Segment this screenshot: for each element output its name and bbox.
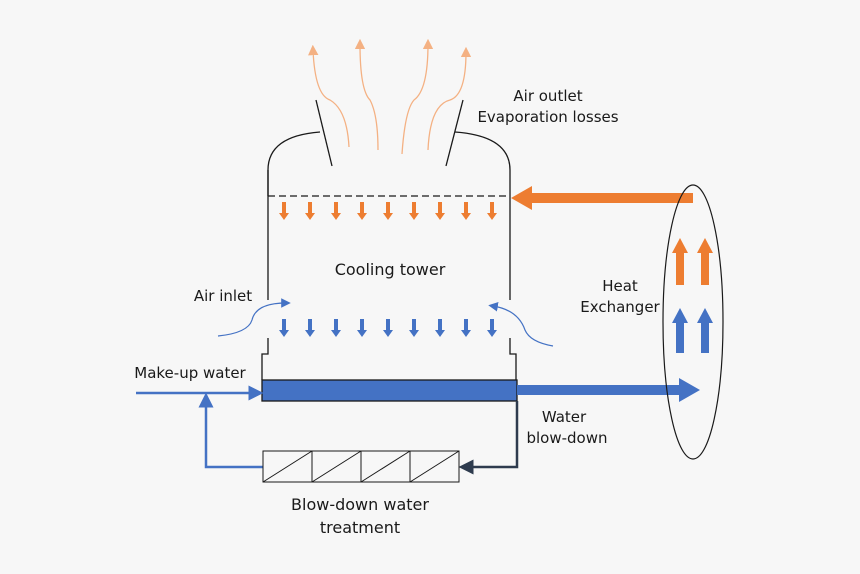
steam-plumes (308, 38, 472, 155)
steam-plume (401, 38, 434, 155)
hot-water-return-arrow (511, 186, 693, 210)
spray-arrow (279, 202, 289, 220)
treatment-label-line1: Blow-down water (291, 495, 429, 514)
cold-water-supply-arrow (517, 378, 700, 402)
steam-plume (427, 46, 472, 151)
heat-exchanger-boundary (662, 184, 724, 460)
spray-arrow (487, 202, 497, 220)
exchanger-label: Exchanger (580, 298, 660, 316)
spray-arrow (435, 202, 445, 220)
outlet-vane-left (315, 99, 333, 167)
rain-arrow (357, 319, 367, 337)
rain-arrow (305, 319, 315, 337)
spray-arrow (305, 202, 315, 220)
spray-arrow (357, 202, 367, 220)
heat-exchanger-hot-arrows (672, 238, 713, 285)
rain-arrow (409, 319, 419, 337)
makeup-water-label: Make-up water (134, 364, 246, 382)
heat-exchanger-cold-arrows (672, 308, 713, 353)
treatment-cell-diagonal (409, 450, 460, 483)
evaporation-losses-label: Evaporation losses (477, 108, 619, 126)
cold-water-basin (261, 379, 518, 402)
treatment-cell-diagonal (262, 450, 313, 483)
treatment-cell-diagonal (311, 450, 362, 483)
treatment-cell-diagonal (360, 450, 411, 483)
hot-water-spray-arrows (279, 202, 497, 220)
outlet-vane-right (445, 99, 464, 167)
air-outlet-label: Air outlet (513, 87, 583, 105)
spray-arrow (331, 202, 341, 220)
rain-arrow (487, 319, 497, 337)
cold-water-rain-arrows (279, 319, 497, 337)
air-inlet-label: Air inlet (193, 287, 253, 305)
heat-label: Heat (602, 277, 638, 295)
blow-down-label: blow-down (526, 429, 608, 447)
spray-arrow (409, 202, 419, 220)
rain-arrow (383, 319, 393, 337)
treatment-label-line2: treatment (319, 518, 401, 537)
rain-arrow (435, 319, 445, 337)
tower-outline (261, 99, 517, 380)
spray-arrow (461, 202, 471, 220)
rain-arrow (331, 319, 341, 337)
rain-arrow (279, 319, 289, 337)
blow-down-line (458, 401, 519, 475)
cooling-tower-label: Cooling tower (334, 260, 446, 279)
blow-down-treatment-unit (262, 450, 460, 483)
treated-water-return-line (198, 392, 263, 469)
water-label: Water (541, 408, 587, 426)
air-inlet-arrow-left (217, 298, 291, 337)
spray-arrow (383, 202, 393, 220)
steam-plume (354, 38, 379, 151)
air-inlet-arrow-right (488, 302, 554, 347)
rain-arrow (461, 319, 471, 337)
steam-plume (308, 44, 350, 148)
